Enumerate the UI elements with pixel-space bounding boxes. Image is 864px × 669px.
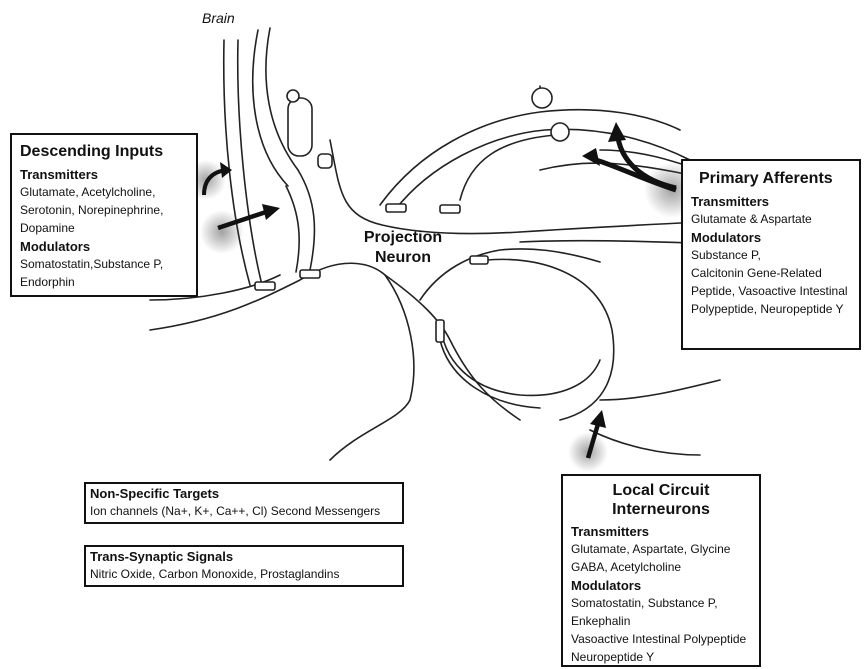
descending-transmitters-heading: Transmitters <box>20 167 188 183</box>
primary-title: Primary Afferents <box>691 169 851 188</box>
primary-modulator-line: Substance P, <box>691 246 851 264</box>
trans-synaptic-signals-box: Trans-Synaptic Signals Nitric Oxide, Car… <box>84 545 404 587</box>
descending-transmitter-line: Glutamate, Acetylcholine, <box>20 183 188 201</box>
transsynaptic-text: Nitric Oxide, Carbon Monoxide, Prostagla… <box>90 565 398 583</box>
local-transmitter-line: GABA, Acetylcholine <box>571 558 751 576</box>
synaptic-terminals <box>255 88 569 342</box>
primary-afferent-terminal-2 <box>551 123 569 141</box>
descending-title: Descending Inputs <box>20 142 188 161</box>
local-modulator-line: Somatostatin, Substance P, <box>571 594 751 612</box>
projection-neuron-label: Projection Neuron <box>348 228 458 268</box>
projection-label-line2: Neuron <box>348 248 458 268</box>
descending-modulator-line: Endorphin <box>20 273 188 291</box>
descending-transmitter-line: Dopamine <box>20 219 188 237</box>
primary-modulators-heading: Modulators <box>691 230 851 246</box>
primary-modulator-line: Peptide, Vasoactive Intestinal <box>691 282 851 300</box>
local-transmitter-line: Glutamate, Aspartate, Glycine <box>571 540 751 558</box>
brain-label: Brain <box>202 10 235 26</box>
descending-inputs-box: Descending Inputs Transmitters Glutamate… <box>10 133 198 297</box>
interneuron-synapse-left <box>436 320 444 342</box>
primary-afferent-terminal-1 <box>532 88 552 108</box>
afferent-synapse-2 <box>440 205 460 213</box>
descending-terminal-bouton <box>318 154 332 168</box>
primary-modulator-line: Calcitonin Gene-Related <box>691 264 851 282</box>
nonspecific-title: Non-Specific Targets <box>90 486 398 502</box>
descending-transmitter-line: Serotonin, Norepinephrine, <box>20 201 188 219</box>
primary-modulator-line: Polypeptide, Neuropeptide Y <box>691 300 851 318</box>
non-specific-targets-box: Non-Specific Targets Ion channels (Na+, … <box>84 482 404 524</box>
arrow-halo-descending-2 <box>200 210 244 254</box>
descending-synapse-2 <box>300 270 320 278</box>
local-modulator-line: Vasoactive Intestinal Polypeptide <box>571 630 751 648</box>
primary-afferents-box: Primary Afferents Transmitters Glutamate… <box>681 159 861 350</box>
primary-transmitter-line: Glutamate & Aspartate <box>691 210 851 228</box>
local-title-line2: Interneurons <box>571 500 751 519</box>
local-modulator-line: Neuropeptide Y <box>571 648 751 666</box>
interneuron-loop <box>472 259 614 420</box>
descending-synapse-1 <box>255 282 275 290</box>
local-transmitters-heading: Transmitters <box>571 524 751 540</box>
descending-modulator-line: Somatostatin,Substance P, <box>20 255 188 273</box>
primary-transmitters-heading: Transmitters <box>691 194 851 210</box>
descending-terminal-top <box>287 90 299 102</box>
interneuron-synapse-top <box>470 256 488 264</box>
descending-varicosity <box>288 98 312 156</box>
projection-label-line1: Projection <box>348 228 458 248</box>
descending-modulators-heading: Modulators <box>20 239 188 255</box>
nonspecific-text: Ion channels (Na+, K+, Ca++, Cl) Second … <box>90 502 398 520</box>
local-modulator-line: Enkephalin <box>571 612 751 630</box>
local-interneurons-box: Local Circuit Interneurons Transmitters … <box>561 474 761 667</box>
local-title-line1: Local Circuit <box>571 481 751 500</box>
local-modulators-heading: Modulators <box>571 578 751 594</box>
transsynaptic-title: Trans-Synaptic Signals <box>90 549 398 565</box>
primary-afferent-arc-1 <box>380 110 680 205</box>
afferent-synapse-1 <box>386 204 406 212</box>
